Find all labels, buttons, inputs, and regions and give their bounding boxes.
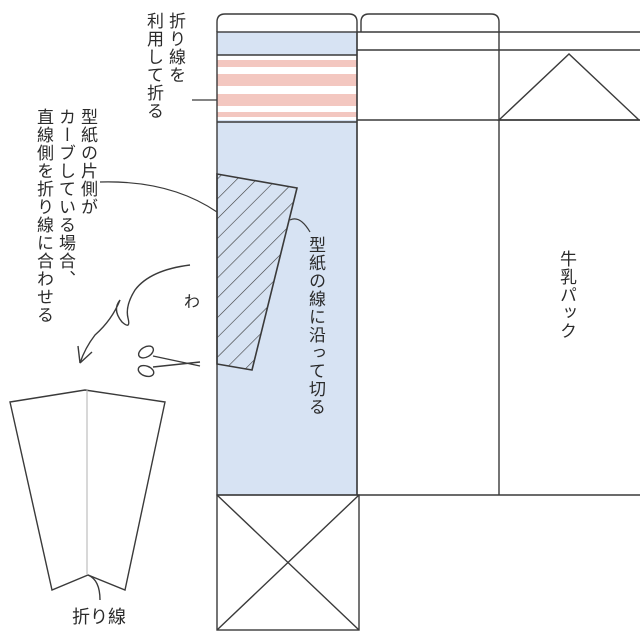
pink-stripe bbox=[217, 60, 357, 67]
label-pattern-curve: 型紙の片側が カーブしている場合、 直線側を折り線に合わせる bbox=[33, 108, 97, 324]
leader-cut-along bbox=[289, 218, 311, 233]
scissors-icon bbox=[137, 345, 201, 378]
curved-arrow-head bbox=[77, 345, 93, 364]
curved-arrow-path bbox=[79, 264, 191, 364]
pink-stripe bbox=[217, 112, 357, 117]
pink-stripe bbox=[217, 94, 357, 106]
carton-triangle bbox=[497, 53, 640, 121]
pink-stripe bbox=[217, 74, 357, 86]
unfolded-shape bbox=[9, 389, 166, 601]
leader-pattern-curve bbox=[99, 181, 218, 213]
pink-stripe-band bbox=[217, 55, 357, 120]
top-tab-right bbox=[360, 13, 500, 32]
label-fold-line: 折り線 bbox=[72, 607, 126, 628]
top-tab-left bbox=[216, 13, 358, 32]
leader-lines bbox=[99, 99, 311, 233]
pattern-piece bbox=[216, 173, 298, 371]
scissors-handle bbox=[137, 364, 155, 378]
pattern-piece-shape bbox=[216, 173, 298, 371]
bottom-square-frame bbox=[216, 494, 360, 631]
label-milk-carton: 牛乳パック bbox=[556, 250, 576, 340]
curved-arrow-icon bbox=[77, 264, 191, 364]
bottom-square bbox=[216, 494, 360, 631]
scissors-blade bbox=[152, 361, 201, 368]
label-wa: わ bbox=[184, 292, 201, 311]
label-cut-along: 型紙の線に沿って切る bbox=[305, 236, 325, 416]
top-tab bbox=[216, 13, 500, 32]
bottom-square-diagonal bbox=[216, 494, 360, 631]
scissors-blade bbox=[152, 355, 201, 367]
scissors-handle bbox=[137, 345, 155, 359]
leader-fold-line bbox=[87, 574, 101, 601]
label-fold-use: 折り線を 利用して折る bbox=[143, 12, 185, 120]
